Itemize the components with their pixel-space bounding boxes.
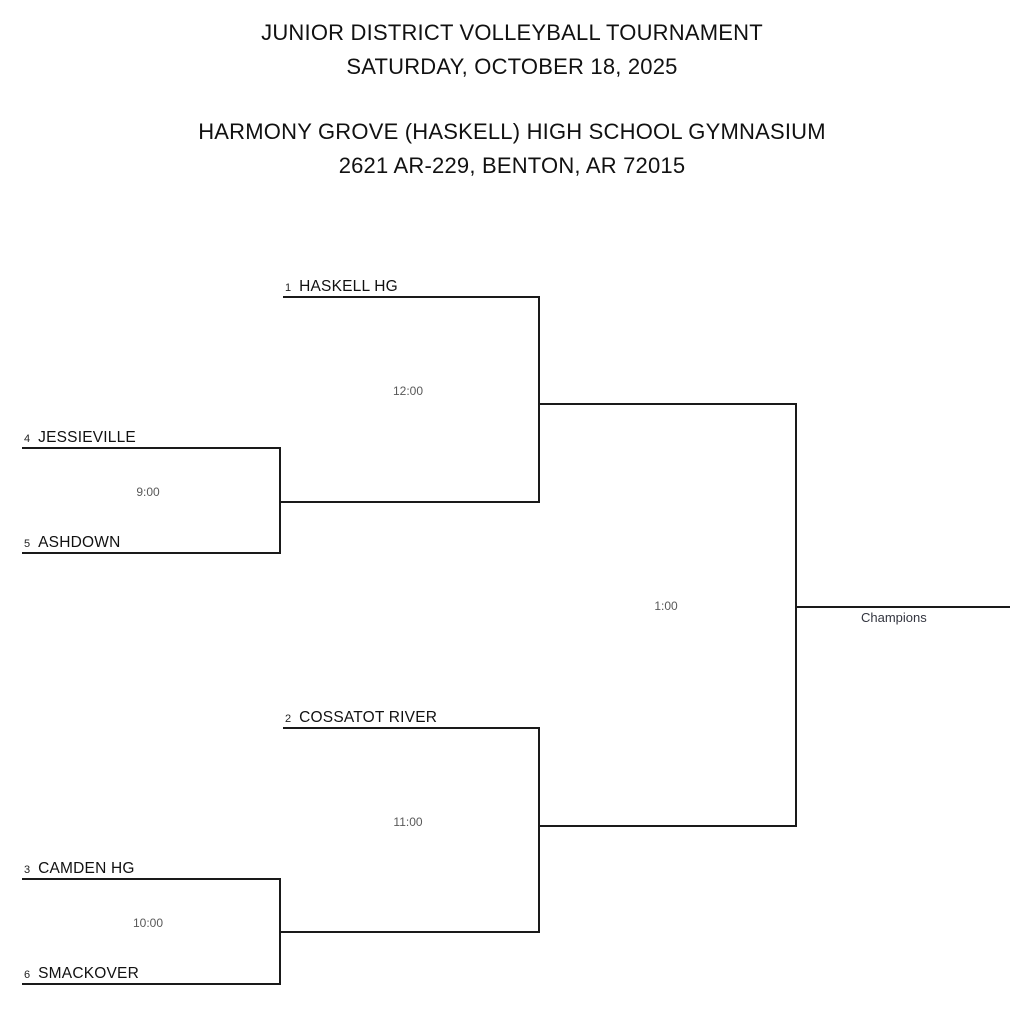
team-seed: 6: [24, 969, 31, 981]
connector-semifinal1-winner-line: [538, 403, 797, 405]
team-slot-ashdown: 5 ASHDOWN: [24, 534, 120, 552]
venue-line2: 2621 AR-229, BENTON, AR 72015: [338, 153, 686, 178]
team-name: JESSIEVILLE: [38, 429, 136, 446]
connector-semifinal2-vertical: [538, 727, 540, 933]
team-seed: 3: [24, 864, 31, 876]
champions-line: [795, 606, 1010, 608]
team-line-smackover: [22, 983, 281, 985]
connector-semifinal1-vertical: [538, 296, 540, 503]
team-line-cossatot-river: [283, 727, 540, 729]
team-name: ASHDOWN: [38, 534, 121, 551]
team-seed: 5: [24, 538, 31, 550]
connector-round1-matchA-winner-line: [279, 501, 540, 503]
game-time-semifinal1: 12:00: [392, 384, 424, 398]
connector-final-vertical: [795, 403, 797, 827]
team-slot-smackover: 6 SMACKOVER: [24, 965, 139, 983]
team-slot-cossatot-river: 2 COSSATOT RIVER: [285, 709, 437, 727]
game-time-semifinal2: 11:00: [393, 815, 423, 829]
page-title-line2: SATURDAY, OCTOBER 18, 2025: [346, 54, 678, 79]
connector-round1-matchA-vertical: [279, 447, 281, 554]
connector-round1-matchB-winner-line: [279, 931, 540, 933]
team-line-haskell-hg: [283, 296, 540, 298]
game-time-final: 1:00: [654, 599, 678, 613]
game-time-round1-matchB: 10:00: [132, 916, 164, 930]
team-name: HASKELL HG: [299, 278, 398, 295]
team-name: SMACKOVER: [38, 965, 139, 982]
team-line-ashdown: [22, 552, 281, 554]
team-line-jessieville: [22, 447, 281, 449]
team-name: COSSATOT RIVER: [299, 709, 438, 726]
champions-label: Champions: [861, 610, 927, 625]
connector-semifinal2-winner-line: [538, 825, 797, 827]
team-seed: 4: [24, 433, 31, 445]
team-slot-haskell-hg: 1 HASKELL HG: [285, 278, 398, 296]
page-title-line1: JUNIOR DISTRICT VOLLEYBALL TOURNAMENT: [261, 20, 763, 45]
team-name: CAMDEN HG: [38, 860, 135, 877]
team-line-camden-hg: [22, 878, 281, 880]
team-slot-camden-hg: 3 CAMDEN HG: [24, 860, 135, 878]
team-slot-jessieville: 4 JESSIEVILLE: [24, 429, 136, 447]
game-time-round1-matchA: 9:00: [136, 485, 160, 499]
team-seed: 1: [285, 282, 292, 294]
venue-line1: HARMONY GROVE (HASKELL) HIGH SCHOOL GYMN…: [198, 119, 826, 144]
team-seed: 2: [285, 713, 292, 725]
